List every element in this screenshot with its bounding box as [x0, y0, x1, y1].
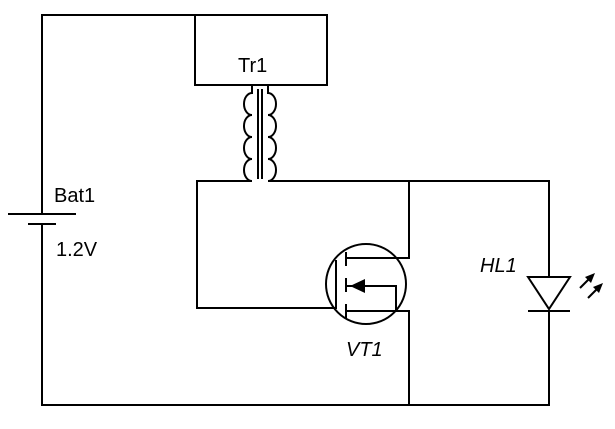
- transformer-primary-winding: [243, 92, 253, 182]
- wire-transformer-bottom-left: [196, 180, 337, 309]
- transistor-vt1: VT1: [325, 243, 407, 361]
- transformer-tr1: Tr1: [238, 55, 278, 182]
- wire-drain: [363, 180, 410, 259]
- transistor-arrow: [350, 279, 365, 293]
- transistor-body-circle: [325, 243, 407, 325]
- battery-voltage-label: 1.2V: [56, 239, 98, 261]
- wire-bottom: [41, 231, 550, 406]
- led-triangle: [526, 276, 572, 311]
- led-hl1: HL1: [480, 255, 603, 312]
- battery-bat1: Bat1 1.2V: [8, 185, 98, 261]
- wires: [41, 14, 550, 406]
- led-label: HL1: [480, 255, 517, 277]
- led-light-arrows-icon: [579, 273, 603, 299]
- transistor-body-tie: [363, 285, 397, 312]
- transistor-label: VT1: [346, 339, 383, 361]
- transformer-secondary-winding: [267, 92, 278, 182]
- wire-top-left: [41, 14, 328, 199]
- transformer-label: Tr1: [238, 55, 267, 77]
- wire-transformer-bottom-right: [277, 180, 550, 278]
- battery-label: Bat1: [54, 185, 95, 207]
